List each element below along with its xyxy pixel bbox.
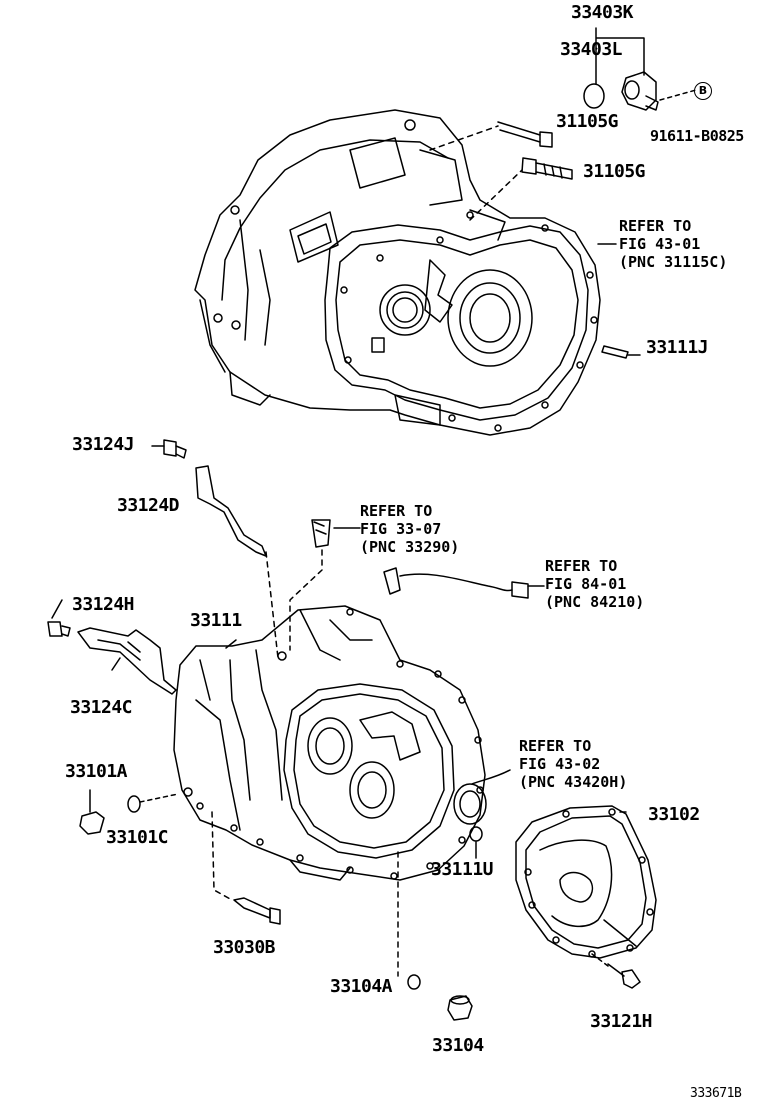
clutch-housing	[194, 109, 601, 436]
reference-line: REFER TO	[360, 502, 433, 520]
reference-line: (PNC 33290)	[360, 538, 460, 556]
reference-line: REFER TO	[619, 217, 692, 235]
callout-b-marker: B	[694, 82, 712, 100]
reference-line: (PNC 43420H)	[519, 773, 628, 791]
part-label-33111u: 33111U	[431, 859, 494, 880]
part-label-33030b: 33030B	[213, 937, 276, 958]
part-label-31105g-upper: 31105G	[556, 111, 619, 132]
reference-line: REFER TO	[519, 737, 592, 755]
reference-line: REFER TO	[545, 557, 618, 575]
part-label-91611-b0825: 91611-B0825	[650, 127, 744, 145]
part-label-33102: 33102	[648, 804, 700, 825]
reference-line: FIG 43-01	[619, 235, 701, 253]
part-label-33111: 33111	[190, 610, 242, 631]
reference-line: FIG 84-01	[545, 575, 627, 593]
lower-small-parts	[47, 439, 545, 1021]
part-label-33403k: 33403K	[571, 2, 634, 23]
reference-fig-84-01: REFER TO FIG 84-01 (PNC 84210)	[545, 557, 644, 611]
reference-line: FIG 33-07	[360, 520, 442, 538]
reference-fig-33-07: REFER TO FIG 33-07 (PNC 33290)	[360, 502, 459, 556]
figure-id: 333671B	[690, 1086, 742, 1101]
part-label-31105g-lower: 31105G	[583, 161, 646, 182]
upper-small-parts	[429, 27, 697, 359]
part-label-33124c: 33124C	[70, 697, 133, 718]
part-label-33101a: 33101A	[65, 761, 128, 782]
part-label-33111j: 33111J	[646, 337, 709, 358]
transaxle-case	[173, 605, 486, 881]
reference-line: (PNC 84210)	[545, 593, 645, 611]
part-label-33124j: 33124J	[72, 434, 135, 455]
part-label-33104: 33104	[432, 1035, 484, 1056]
reference-line: FIG 43-02	[519, 755, 601, 773]
part-label-33124d: 33124D	[117, 495, 180, 516]
part-label-33101c: 33101C	[106, 827, 169, 848]
part-label-33121h: 33121H	[590, 1011, 653, 1032]
part-label-33104a: 33104A	[330, 976, 393, 997]
part-label-33124h: 33124H	[72, 594, 135, 615]
reference-line: (PNC 31115C)	[619, 253, 728, 271]
case-cover	[515, 805, 657, 989]
reference-fig-43-02: REFER TO FIG 43-02 (PNC 43420H)	[519, 737, 627, 791]
part-label-33403l: 33403L	[560, 39, 623, 60]
reference-fig-43-01: REFER TO FIG 43-01 (PNC 31115C)	[619, 217, 727, 271]
